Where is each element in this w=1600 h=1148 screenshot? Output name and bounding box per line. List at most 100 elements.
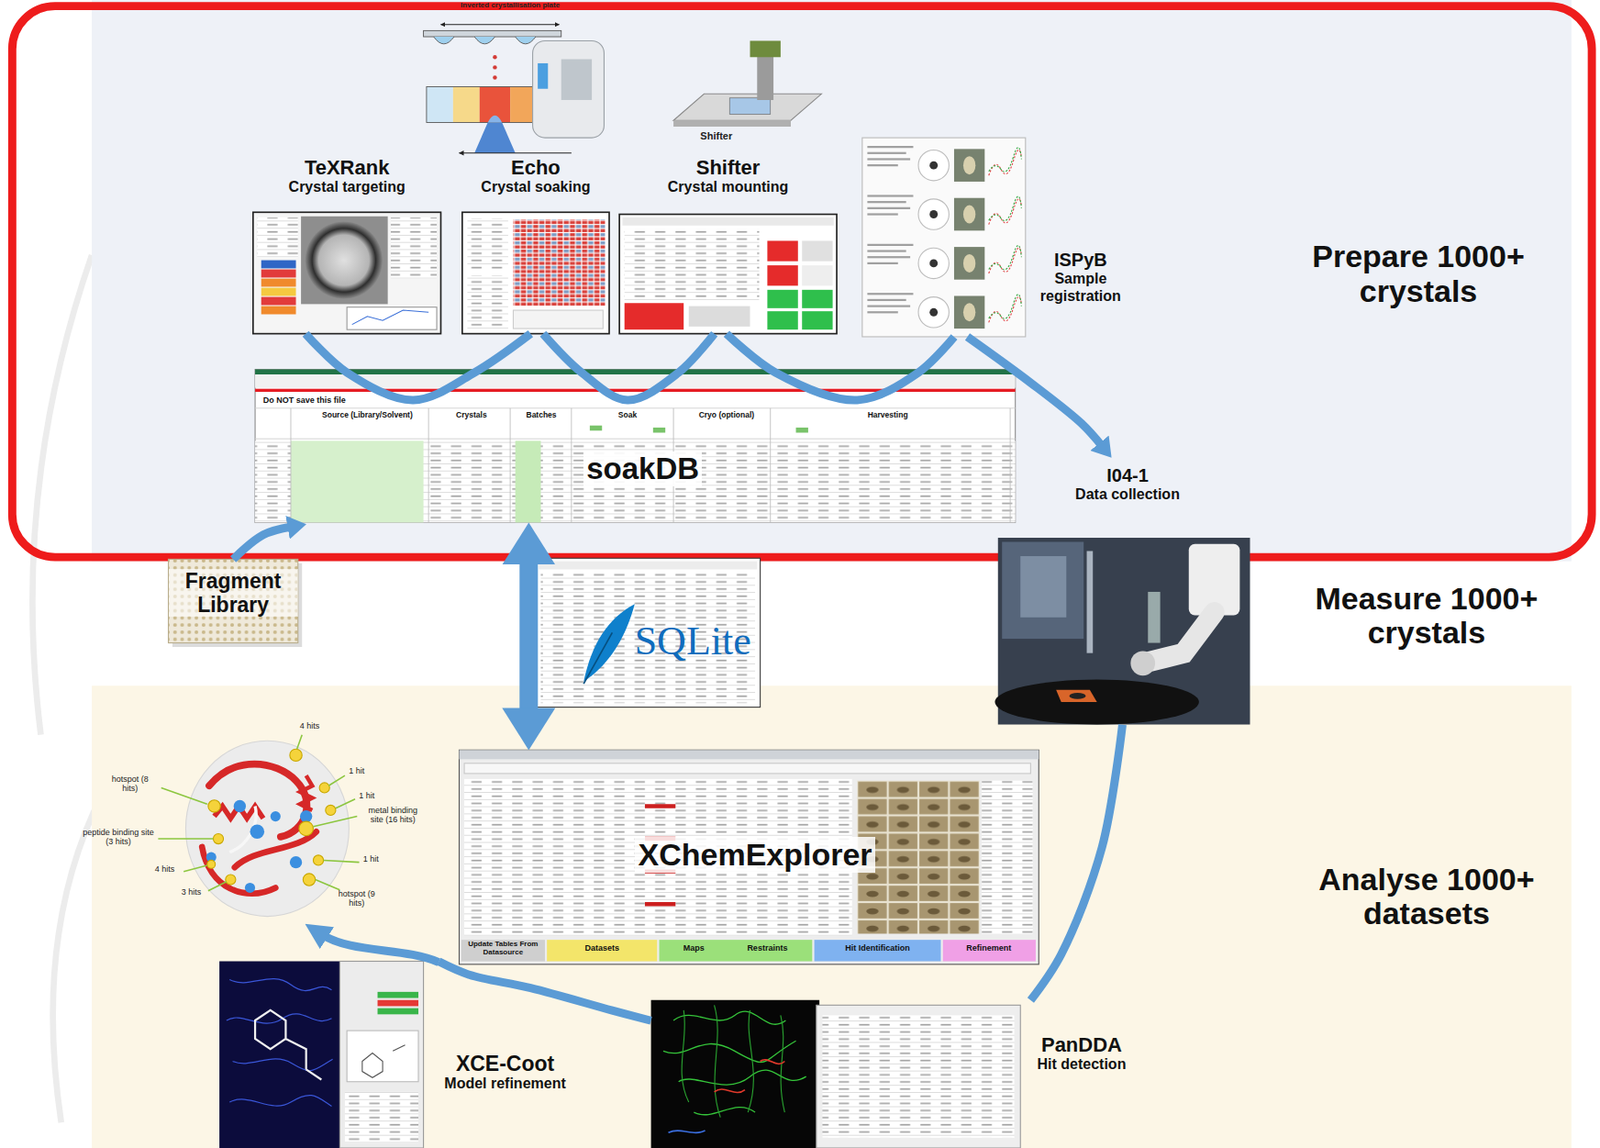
flow-arrow xyxy=(1030,724,1123,1000)
sheet-header: Cryo (optional) xyxy=(697,411,756,420)
coot-screenshot xyxy=(362,1044,406,1078)
xchemexplorer-screenshot xyxy=(459,749,1040,965)
label-holder: Inverted crystallisation plate xyxy=(454,1,567,11)
shifter-screenshot xyxy=(766,240,798,261)
flow-arrow-tail xyxy=(320,933,439,962)
callout-leader xyxy=(157,734,359,891)
ispyb-row xyxy=(954,148,985,182)
prepare-panel xyxy=(91,0,1572,562)
spreadsheet-panel: soakDB xyxy=(255,369,1016,523)
button-label: Maps xyxy=(681,944,707,954)
beamline-photo xyxy=(1147,591,1160,644)
beamline-photo xyxy=(1130,650,1156,676)
echo-device xyxy=(492,55,497,59)
soakdb-screenshot xyxy=(255,369,1016,376)
echo-device xyxy=(533,40,605,138)
node-text-area: PanDDAHit detection xyxy=(1026,1033,1137,1074)
pandda-screenshot xyxy=(668,1130,706,1133)
texrank-screenshot xyxy=(390,217,437,279)
flow-arrow xyxy=(966,336,1102,446)
node-title: I04-1 xyxy=(1103,465,1152,487)
callout-leader xyxy=(315,879,341,890)
stage-label: Analyse 1000+ datasets xyxy=(1296,862,1558,932)
flow-arrow xyxy=(543,333,715,400)
echo-screenshot xyxy=(462,211,610,334)
callout-label: hotspot (8 hits) xyxy=(101,775,158,794)
label-holder: hotspot (8 hits) xyxy=(101,775,158,794)
protein-structure xyxy=(300,810,312,823)
ispyb-row xyxy=(866,145,913,148)
callout-label: metal binding site (16 hits) xyxy=(359,806,427,825)
beamline-photo xyxy=(1055,689,1097,702)
texrank-screenshot xyxy=(253,211,442,334)
coot-screenshot xyxy=(377,1000,419,1007)
node-title: SQLite xyxy=(632,618,755,666)
soakdb-screenshot xyxy=(255,369,1016,523)
label-holder: Cryo (optional) xyxy=(685,411,767,420)
sheet-header: Source (Library/Solvent) xyxy=(320,411,415,420)
protein-structure xyxy=(302,873,315,886)
node-text-area: ISPyBSample registration xyxy=(1028,249,1133,305)
node-title: XChemExplorer xyxy=(634,836,875,873)
callout-label: 1 hit xyxy=(356,791,377,801)
texrank-screenshot xyxy=(261,288,297,297)
texrank-screenshot xyxy=(300,216,389,305)
soakdb-screenshot xyxy=(290,408,1011,523)
sheet-header: Crystals xyxy=(454,411,489,420)
library-box: Fragment Library xyxy=(168,559,299,644)
ispyb-row xyxy=(918,149,949,180)
button-label: Datasets xyxy=(582,944,622,954)
callout-leader xyxy=(161,787,208,804)
button-label: Refinement xyxy=(964,944,1013,954)
node-subtitle: Crystal soaking xyxy=(477,178,593,196)
shifter-device xyxy=(673,40,822,126)
node-title: Shifter xyxy=(693,155,764,179)
flow-arrow xyxy=(305,333,531,400)
pandda-screenshot xyxy=(681,1004,785,1117)
texrank-screenshot xyxy=(256,217,298,258)
shifter-screenshot xyxy=(766,265,798,286)
pandda-screenshot xyxy=(714,1059,786,1093)
node-title: Fragment Library xyxy=(168,568,299,618)
echo-screenshot xyxy=(512,219,605,307)
beamline-photo xyxy=(1087,550,1094,653)
coot-screenshot xyxy=(339,961,423,1148)
echo-screenshot xyxy=(466,275,508,329)
ispyb-row xyxy=(866,152,906,155)
texrank-screenshot xyxy=(346,307,437,330)
node-text-area: SQLite xyxy=(630,618,756,666)
callout-label: 4 hits xyxy=(298,722,323,732)
protein-structure xyxy=(289,748,302,761)
soakdb-screenshot xyxy=(589,425,602,432)
flow-arrow xyxy=(726,333,955,400)
echo-device xyxy=(426,87,535,123)
label-holder: Soak xyxy=(607,411,648,420)
button-label: Hit Identification xyxy=(843,944,912,954)
protein-structure xyxy=(250,823,266,839)
protein-structure xyxy=(270,811,281,822)
page-background xyxy=(32,255,92,735)
sheet-header: Batches xyxy=(524,411,559,420)
node-title: XCE-Coot xyxy=(453,1051,557,1076)
label-holder: Do NOT save this file xyxy=(261,396,354,406)
node-subtitle: Crystal targeting xyxy=(286,178,409,196)
ispyb-row xyxy=(988,147,1023,172)
echo-device xyxy=(423,30,562,37)
node-text-area: EchoCrystal soaking xyxy=(462,155,610,197)
label-holder: Measure 1000+ crystals xyxy=(1296,581,1558,651)
tool-panel: TeXRankCrystal targeting xyxy=(253,153,442,334)
texrank-screenshot xyxy=(261,260,297,269)
beamline-panel: I04-1Data collection xyxy=(998,456,1251,724)
callout-leader xyxy=(297,734,303,750)
pandda-screenshot xyxy=(651,1000,1022,1148)
callout-leader xyxy=(328,775,345,786)
echo-device xyxy=(488,115,503,123)
label-holder: Maps xyxy=(663,944,725,954)
coot-screenshot xyxy=(344,1091,419,1144)
callout-leader xyxy=(335,799,356,809)
label-holder: Datasets xyxy=(551,944,654,954)
callout-label: 1 hit xyxy=(346,766,367,777)
